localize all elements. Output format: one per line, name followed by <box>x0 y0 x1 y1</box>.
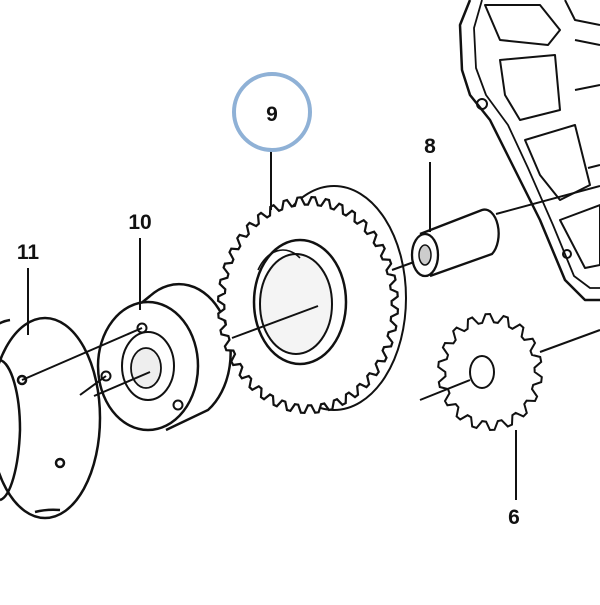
callout-11: 11 <box>17 241 40 264</box>
axis-line-plate-center <box>93 371 151 397</box>
highlight-circle <box>232 72 312 152</box>
end-plate-part-11 <box>0 316 102 520</box>
callout-10: 10 <box>128 211 151 234</box>
large-idler-gear-part-9 <box>216 185 407 415</box>
axis-line-plate-mid <box>79 375 107 396</box>
callout-9: 9 <box>266 103 278 126</box>
axis-line-gear6 <box>419 379 471 401</box>
bushing-sleeve-part-8 <box>410 208 500 278</box>
axis-line-plate-top <box>21 327 143 381</box>
axis-line-upper <box>495 185 600 215</box>
leader-lines <box>27 150 517 500</box>
small-gear-part-6 <box>437 312 543 432</box>
callout-8: 8 <box>424 135 436 158</box>
axis-line-bushing <box>391 261 415 271</box>
axis-line-lower <box>539 329 600 353</box>
callout-6: 6 <box>508 506 520 529</box>
axis-line-gear9 <box>231 305 319 339</box>
hub-flange-part-10 <box>96 282 232 432</box>
